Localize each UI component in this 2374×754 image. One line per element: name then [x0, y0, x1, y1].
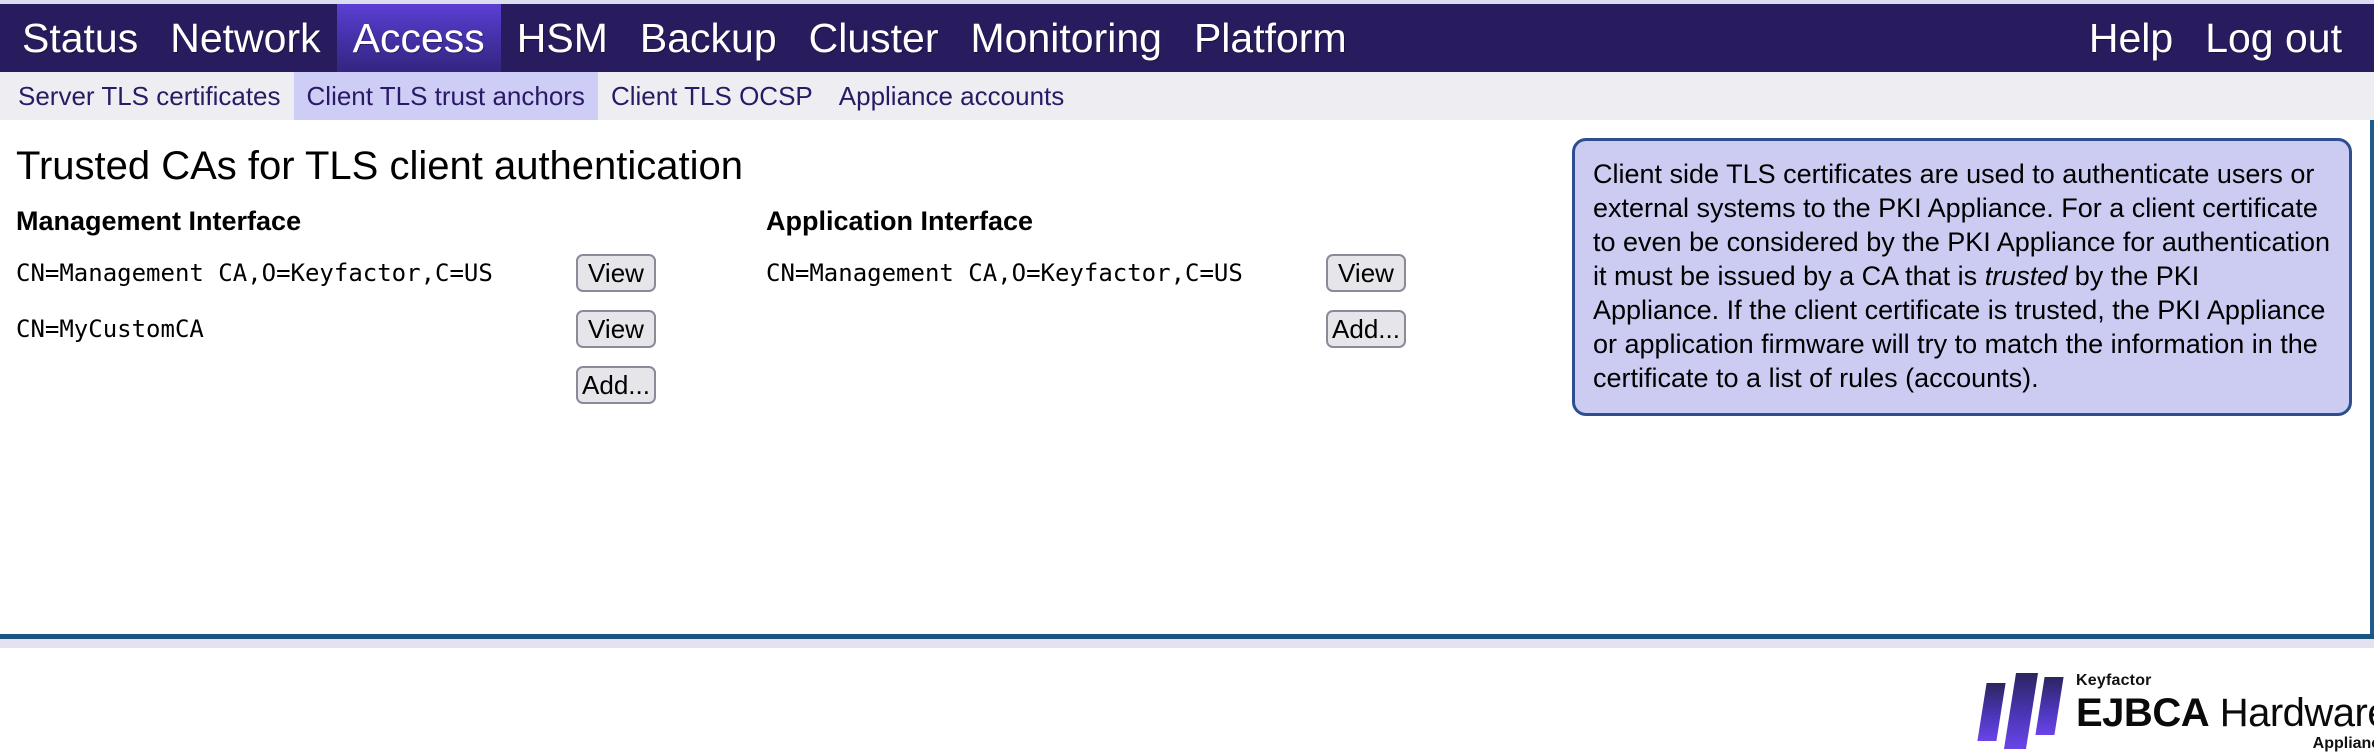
application-interface-section: Application Interface CN=Management CA,O…	[766, 208, 1506, 357]
table-row: CN=Management CA,O=Keyfactor,C=US View	[766, 245, 1506, 301]
application-interface-heading: Application Interface	[766, 206, 1034, 236]
add-button[interactable]: Add...	[1326, 310, 1406, 348]
bottom-accent-strip	[0, 639, 2374, 648]
subnav-item-appliance-accounts[interactable]: Appliance accounts	[838, 81, 1065, 111]
logo-wordmark: Keyfactor EJBCA Hardware Appliance	[2076, 671, 2374, 752]
management-interface-section: Management Interface CN=Management CA,O=…	[16, 208, 756, 413]
view-button[interactable]: View	[576, 254, 656, 292]
info-text-part1: Client side TLS certificates are used to…	[1593, 159, 2331, 292]
nav-item-access[interactable]: Access	[336, 4, 501, 72]
info-text-part2: by the PKI Appliance. If the client cert…	[1593, 261, 2326, 394]
ca-distinguished-name: CN=Management CA,O=Keyfactor,C=US	[766, 259, 1243, 287]
logo-keyfactor-text: Keyfactor	[2076, 671, 2152, 689]
nav-item-cluster[interactable]: Cluster	[808, 14, 939, 61]
info-panel: Client side TLS certificates are used to…	[1572, 138, 2352, 417]
add-button[interactable]: Add...	[576, 366, 656, 404]
subnav-item-client-tls-trust-anchors[interactable]: Client TLS trust anchors	[293, 72, 598, 120]
nav-item-hsm[interactable]: HSM	[516, 14, 608, 61]
info-panel-text: Client side TLS certificates are used to…	[1593, 157, 2331, 395]
info-text-emphasis: trusted	[1984, 261, 2068, 292]
subnav-item-client-tls-ocsp[interactable]: Client TLS OCSP	[610, 81, 813, 111]
primary-navigation-bar: Status Network Access HSM Backup Cluster…	[0, 4, 2374, 72]
management-interface-heading: Management Interface	[16, 206, 302, 236]
nav-item-network[interactable]: Network	[170, 14, 321, 61]
secondary-navigation-bar: Server TLS certificates Client TLS trust…	[0, 72, 2374, 120]
nav-item-help[interactable]: Help	[2088, 14, 2174, 61]
view-button[interactable]: View	[576, 310, 656, 348]
ca-distinguished-name: CN=MyCustomCA	[16, 315, 204, 343]
nav-item-backup[interactable]: Backup	[639, 14, 777, 61]
content-area: Trusted CAs for TLS client authenticatio…	[0, 120, 2374, 751]
table-row: CN=MyCustomCA View	[16, 301, 756, 357]
keyfactor-bars-icon	[1977, 673, 2064, 749]
subnav-item-server-tls-certificates[interactable]: Server TLS certificates	[18, 81, 281, 111]
table-row: CN=Management CA,O=Keyfactor,C=US View	[16, 245, 756, 301]
management-add-row: Add...	[16, 357, 756, 413]
ejbca-hardware-appliance-logo: Keyfactor EJBCA Hardware Appliance	[1977, 668, 2374, 754]
view-button[interactable]: View	[1326, 254, 1406, 292]
logo-ejbca-text: EJBCA	[2076, 690, 2210, 735]
management-interface-ca-list: CN=Management CA,O=Keyfactor,C=US View C…	[16, 245, 756, 413]
nav-item-monitoring[interactable]: Monitoring	[970, 14, 1162, 61]
application-interface-ca-list: CN=Management CA,O=Keyfactor,C=US View A…	[766, 245, 1506, 357]
bottom-rule	[0, 634, 2374, 639]
primary-nav-right-group: Help Log out	[2073, 4, 2358, 72]
application-add-row: Add...	[766, 301, 1506, 357]
top-accent-strip	[0, 0, 2374, 4]
ca-distinguished-name: CN=Management CA,O=Keyfactor,C=US	[16, 259, 493, 287]
nav-item-log-out[interactable]: Log out	[2205, 14, 2342, 61]
page-title: Trusted CAs for TLS client authenticatio…	[16, 144, 744, 188]
nav-item-platform[interactable]: Platform	[1193, 14, 1347, 61]
primary-nav-left-group: Status Network Access HSM Backup Cluster…	[6, 4, 1363, 72]
logo-product-name: EJBCA Hardware	[2076, 693, 2374, 733]
nav-item-status[interactable]: Status	[22, 14, 139, 61]
logo-hardware-text: Hardware	[2209, 690, 2374, 735]
logo-appliance-text: Appliance	[2312, 734, 2374, 752]
